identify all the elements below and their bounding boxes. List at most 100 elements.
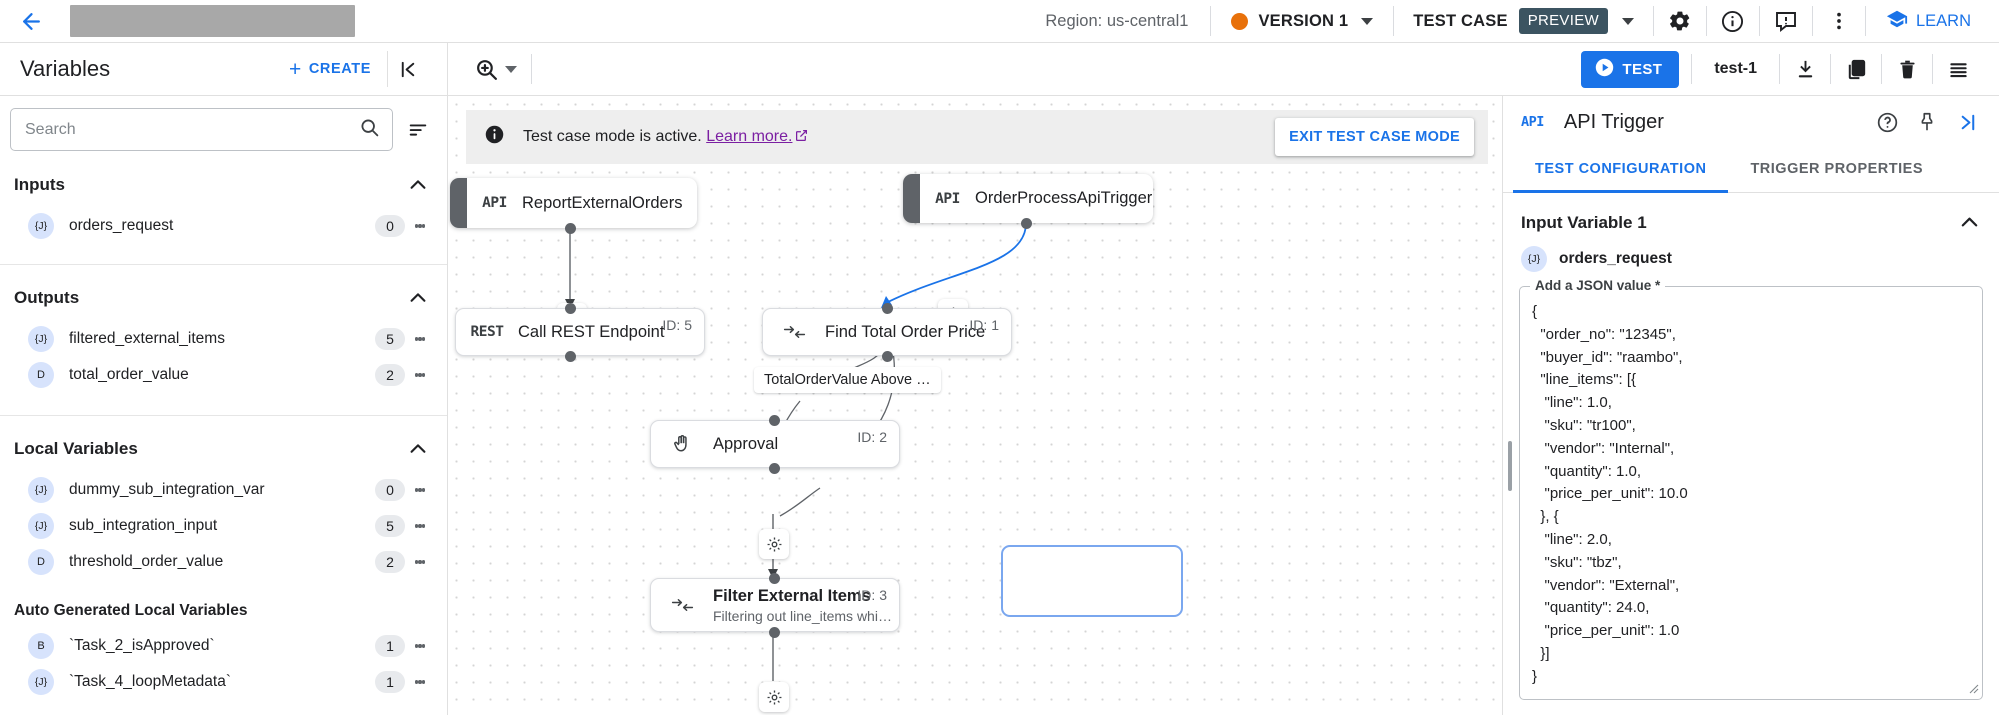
input-variable-row: {J} orders_request <box>1519 246 1983 278</box>
test-toolbar: TEST test-1 <box>1581 43 1999 95</box>
section-auto-generated-local-variables: Auto Generated Local Variables B `Task_2… <box>0 580 447 700</box>
chevron-up-icon[interactable] <box>407 287 429 309</box>
download-icon[interactable] <box>1780 47 1830 92</box>
scrollbar[interactable] <box>1508 441 1512 491</box>
divider <box>1881 54 1882 84</box>
node-order-process-api-trigger[interactable]: API OrderProcessApiTrigger <box>903 174 1153 223</box>
variable-name: orders_request <box>69 217 174 234</box>
section-header-local-variables[interactable]: Local Variables <box>0 416 447 472</box>
chevron-up-icon[interactable] <box>1958 211 1981 234</box>
section-header-outputs[interactable]: Outputs <box>0 265 447 321</box>
json-value-field[interactable]: Add a JSON value * { "order_no": "12345"… <box>1519 278 1983 700</box>
more-vert-icon[interactable] <box>405 523 435 530</box>
filter-sort-icon[interactable] <box>403 119 433 141</box>
api-icon: API <box>467 195 522 211</box>
edge-condition-label[interactable]: TotalOrderValue Above … <box>754 367 941 393</box>
node-output-port[interactable] <box>769 627 780 638</box>
divider <box>1864 6 1866 36</box>
node-report-external-orders[interactable]: API ReportExternalOrders <box>450 178 697 228</box>
resize-handle-icon[interactable] <box>1967 682 1979 697</box>
search-box[interactable] <box>10 108 393 151</box>
exit-test-case-mode-button[interactable]: EXIT TEST CASE MODE <box>1275 118 1474 156</box>
list-item[interactable]: B `Task_2_isApproved` 1 <box>0 628 447 664</box>
divider <box>1779 54 1780 84</box>
node-approval[interactable]: Approval ID: 2 <box>650 420 900 468</box>
node-id-label: ID: 1 <box>969 317 999 333</box>
panel-title: API Trigger <box>1563 110 1664 133</box>
more-vert-icon[interactable] <box>405 679 435 686</box>
more-vert-icon[interactable] <box>405 487 435 494</box>
panel-content: Input Variable 1 {J} orders_request Add … <box>1503 193 1999 715</box>
node-body: Call REST Endpoint <box>518 323 704 342</box>
help-icon[interactable] <box>1867 102 1907 142</box>
gear-icon[interactable] <box>759 529 789 559</box>
node-input-port[interactable] <box>769 573 780 584</box>
canvas-toolbar <box>448 43 1581 95</box>
list-icon[interactable] <box>1933 47 1983 92</box>
external-link-icon[interactable] <box>795 129 808 147</box>
workflow-canvas[interactable]: Test case mode is active. Learn more. EX… <box>448 96 1502 715</box>
list-item[interactable]: {J} filtered_external_items 5 <box>0 321 447 357</box>
delete-icon[interactable] <box>1882 47 1932 92</box>
gear-icon[interactable] <box>759 682 789 712</box>
create-label: CREATE <box>308 61 371 77</box>
copy-icon[interactable] <box>1831 47 1881 92</box>
list-item[interactable]: D threshold_order_value 2 <box>0 544 447 580</box>
more-vert-icon[interactable] <box>405 559 435 566</box>
create-variable-button[interactable]: + CREATE <box>289 59 387 80</box>
list-item[interactable]: {J} sub_integration_input 5 <box>0 508 447 544</box>
tab-trigger-properties[interactable]: TRIGGER PROPERTIES <box>1750 161 1924 177</box>
learn-more-link[interactable]: Learn more. <box>706 127 793 145</box>
chevron-up-icon[interactable] <box>407 438 429 460</box>
node-call-rest-endpoint[interactable]: REST Call REST Endpoint ID: 5 <box>455 308 705 356</box>
test-case-name[interactable]: test-1 <box>1714 60 1757 77</box>
chevron-down-icon <box>505 65 517 73</box>
node-filter-external-items[interactable]: Filter External Items Filtering out line… <box>650 578 900 632</box>
node-find-total-order-price[interactable]: Find Total Order Price ID: 1 <box>762 308 1012 356</box>
chevron-up-icon[interactable] <box>407 174 429 196</box>
tab-test-configuration[interactable]: TEST CONFIGURATION <box>1513 148 1729 193</box>
collapse-panel-icon[interactable] <box>387 51 429 87</box>
list-item[interactable]: {J} dummy_sub_integration_var 0 <box>0 472 447 508</box>
list-item[interactable]: {J} `Task_4_loopMetadata` 1 <box>0 664 447 700</box>
rest-icon: REST <box>456 324 518 340</box>
feedback-icon[interactable] <box>1762 0 1810 43</box>
section-header-inputs[interactable]: Inputs <box>0 161 447 208</box>
pin-icon[interactable] <box>1907 102 1947 142</box>
divider <box>1210 6 1212 36</box>
info-icon[interactable] <box>1709 0 1757 43</box>
api-trigger-panel: API API Trigger TEST CONFIGURATION TRIGG… <box>1502 96 1999 715</box>
more-vert-icon[interactable] <box>1815 0 1863 43</box>
test-button[interactable]: TEST <box>1581 50 1680 88</box>
learn-button[interactable]: LEARN <box>1868 8 1985 35</box>
gear-icon[interactable] <box>1656 0 1704 43</box>
more-vert-icon[interactable] <box>405 372 435 379</box>
search-input[interactable] <box>25 120 359 139</box>
node-output-port[interactable] <box>769 463 780 474</box>
node-input-port[interactable] <box>565 303 576 314</box>
more-vert-icon[interactable] <box>405 223 435 230</box>
node-output-port[interactable] <box>565 351 576 362</box>
more-vert-icon[interactable] <box>405 643 435 650</box>
node-title: Call REST Endpoint <box>518 322 665 341</box>
more-vert-icon[interactable] <box>405 336 435 343</box>
node-placeholder-selected[interactable] <box>1001 545 1183 617</box>
list-item[interactable]: {J} orders_request 0 <box>0 208 447 244</box>
test-case-selector[interactable]: TEST CASE PREVIEW <box>1396 8 1651 34</box>
node-output-port[interactable] <box>1021 218 1032 229</box>
variable-name: threshold_order_value <box>69 553 224 570</box>
input-variable-section-header[interactable]: Input Variable 1 <box>1519 193 1983 246</box>
version-selector[interactable]: VERSION 1 <box>1213 12 1391 31</box>
node-output-port[interactable] <box>882 351 893 362</box>
node-input-port[interactable] <box>882 303 893 314</box>
zoom-in-icon[interactable] <box>462 57 531 82</box>
search-icon[interactable] <box>359 117 380 143</box>
collapse-right-icon[interactable] <box>1947 102 1987 142</box>
node-output-port[interactable] <box>565 223 576 234</box>
back-arrow-icon[interactable] <box>14 4 48 38</box>
node-input-port[interactable] <box>769 415 780 426</box>
divider <box>531 54 532 84</box>
json-value-text[interactable]: { "order_no": "12345", "buyer_id": "raam… <box>1532 303 1688 685</box>
list-item[interactable]: D total_order_value 2 <box>0 357 447 393</box>
sub-toolbar: Variables + CREATE TEST <box>0 43 1999 96</box>
